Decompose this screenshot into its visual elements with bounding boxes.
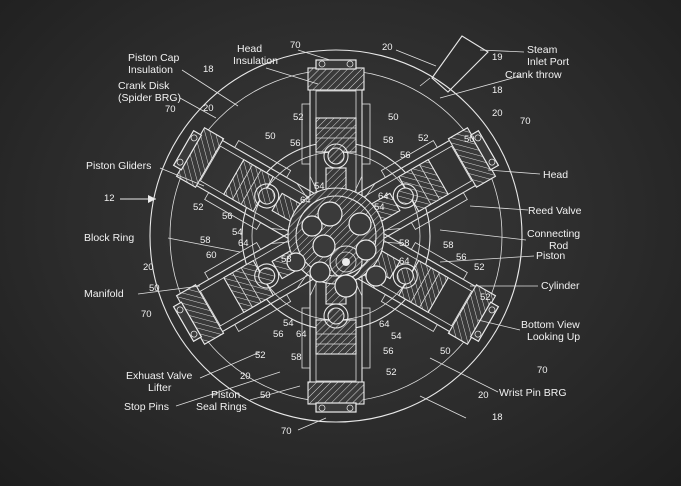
ref-number: 54: [314, 181, 325, 192]
ref-number: 20: [240, 371, 251, 382]
ref-number: 50: [440, 346, 451, 357]
ref-number: 20: [143, 262, 154, 273]
label-steam: Steam: [527, 44, 558, 56]
ref-number: 54: [232, 227, 243, 238]
ref-number: 64: [378, 191, 389, 202]
ref-number: 19: [492, 52, 503, 63]
label-piston-gliders: Piston Gliders: [86, 160, 151, 172]
ref-number: 20: [478, 390, 489, 401]
ref-number: 70: [141, 309, 152, 320]
ref-number: 54: [374, 202, 385, 213]
label-bottom-view: Bottom View: [521, 319, 580, 331]
ref-number: 52: [193, 202, 204, 213]
label-piston-cap-2: Insulation: [128, 64, 173, 76]
ref-number: 18: [492, 412, 503, 423]
leader-lines: [137, 49, 541, 431]
ref-number: 60: [206, 250, 217, 261]
label-reed-valve: Reed Valve: [528, 205, 582, 217]
label-head: Head: [543, 169, 568, 181]
ref-number: 52: [293, 112, 304, 123]
label-crank-throw: Crank throw: [505, 69, 562, 81]
ref-number: 20: [382, 42, 393, 53]
ref-number: 58: [443, 240, 454, 251]
label-connecting-rod: Connecting: [527, 228, 580, 240]
label-connecting-rod-2: Rod: [549, 240, 568, 252]
ref-number: 20: [203, 103, 214, 114]
label-exhaust-valve: Exhuast Valve: [126, 370, 193, 382]
ref-number: 20: [492, 108, 503, 119]
ref-number: 50: [149, 283, 160, 294]
ref-number: 64: [379, 319, 390, 330]
ref-number: 56: [273, 329, 284, 340]
ref-number: 52: [386, 367, 397, 378]
crank-spider-bearing: [286, 187, 387, 298]
ref-number: 50: [265, 131, 276, 142]
ref-number: 58: [383, 135, 394, 146]
label-block-ring: Block Ring: [84, 232, 134, 244]
ref-number: 70: [290, 40, 301, 51]
ref-number: 64: [296, 329, 307, 340]
ref-number: 56: [383, 346, 394, 357]
label-cylinder: Cylinder: [541, 280, 580, 292]
ref-number: 50: [464, 134, 475, 145]
ref-number: 64: [238, 238, 249, 249]
ref-number: 52: [474, 262, 485, 273]
ref-number: 12: [104, 193, 115, 204]
ref-number: 70: [520, 116, 531, 127]
label-steam-2: Inlet Port: [527, 56, 569, 68]
arrow-12: [120, 195, 156, 203]
label-head-insulation: Head: [237, 43, 262, 55]
ref-number: 18: [492, 85, 503, 96]
label-wrist-pin: Wrist Pin BRG: [499, 387, 566, 399]
ref-number: 50: [388, 112, 399, 123]
label-piston-seal-2: Seal Rings: [196, 401, 247, 413]
ref-number: 64: [399, 256, 410, 267]
ref-number: 58: [281, 254, 292, 265]
label-crank-disk-2: (Spider BRG): [118, 92, 181, 104]
label-bottom-view-2: Looking Up: [527, 331, 580, 343]
ref-number: 50: [260, 390, 271, 401]
ref-number: 52: [418, 133, 429, 144]
label-piston-seal: Piston: [211, 389, 240, 401]
ref-number: 54: [391, 331, 402, 342]
ref-number: 56: [400, 150, 411, 161]
label-manifold: Manifold: [84, 288, 124, 300]
ref-number: 58: [291, 352, 302, 363]
ref-number: 56: [222, 211, 233, 222]
label-piston-cap: Piston Cap: [128, 52, 180, 64]
ref-number: 64: [300, 195, 311, 206]
steam-inlet-pipe: [419, 35, 489, 93]
ref-number: 70: [281, 426, 292, 437]
reference-numbers: 70 20 19 18 18 70 20 20 70 52 50 50 56 5…: [104, 40, 548, 437]
ref-number: 58: [399, 238, 410, 249]
ref-number: 70: [537, 365, 548, 376]
part-labels: Piston Cap Insulation Head Insulation Cr…: [84, 43, 582, 413]
ref-number: 70: [165, 104, 176, 115]
ref-number: 56: [290, 138, 301, 149]
label-stop-pins: Stop Pins: [124, 401, 169, 413]
ref-number: 52: [255, 350, 266, 361]
label-crank-disk: Crank Disk: [118, 80, 170, 92]
label-piston: Piston: [536, 250, 565, 262]
label-exhaust-valve-2: Lifter: [148, 382, 172, 394]
ref-number: 18: [203, 64, 214, 75]
ref-number: 58: [200, 235, 211, 246]
ref-number: 52: [480, 292, 491, 303]
label-head-insulation-2: Insulation: [233, 55, 278, 67]
ref-number: 56: [456, 252, 467, 263]
ref-number: 54: [283, 318, 294, 329]
